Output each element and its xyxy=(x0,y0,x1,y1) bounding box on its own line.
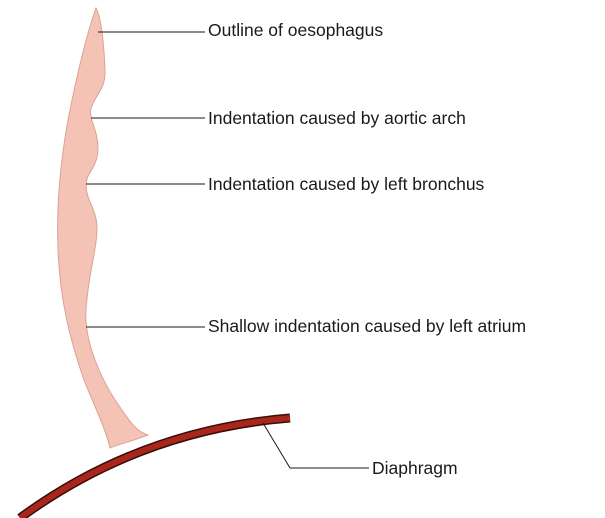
label-aortic-arch-indentation: Indentation caused by aortic arch xyxy=(208,110,466,128)
label-outline-of-oesophagus: Outline of oesophagus xyxy=(208,22,383,40)
leader-line-diaphragm xyxy=(263,423,369,468)
label-diaphragm: Diaphragm xyxy=(372,460,458,478)
diaphragm-shape xyxy=(20,418,290,518)
label-left-bronchus-indentation: Indentation caused by left bronchus xyxy=(208,176,484,194)
oesophagus-shape xyxy=(58,8,148,448)
diaphragm-fill xyxy=(20,418,290,518)
label-left-atrium-indentation: Shallow indentation caused by left atriu… xyxy=(208,318,526,336)
